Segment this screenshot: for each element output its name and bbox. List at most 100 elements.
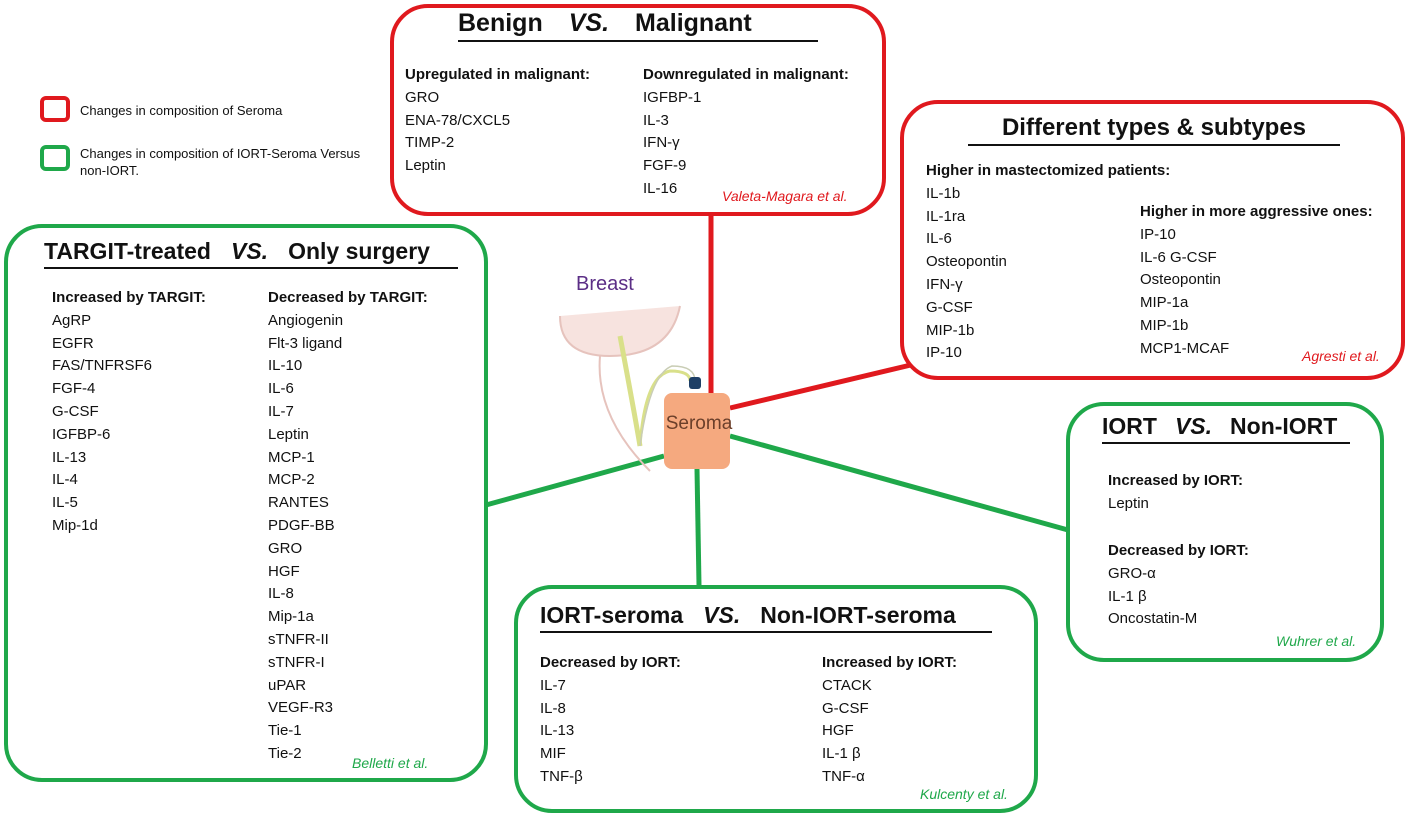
drain-cap xyxy=(689,377,701,389)
benign-col-down-head: Downregulated in malignant: xyxy=(643,66,849,83)
box-benign-vs-malignant xyxy=(390,4,886,216)
legend-green: Changes in composition of IORT-Seroma Ve… xyxy=(40,145,380,179)
list-item: sTNFR-I xyxy=(268,653,325,671)
iortseroma-title-left: IORT-seroma xyxy=(540,602,684,628)
types-title: Different types & subtypes xyxy=(968,114,1340,146)
list-item: IL-8 xyxy=(540,699,566,717)
list-item: Osteopontin xyxy=(1140,271,1221,289)
list-item: Leptin xyxy=(405,157,446,175)
connector-types xyxy=(729,361,916,411)
list-item: uPAR xyxy=(268,676,307,694)
box-types-subtypes xyxy=(900,100,1405,380)
list-item: IL-1 β xyxy=(822,745,861,763)
list-item: IL-16 xyxy=(643,179,678,197)
iort-title-left: IORT xyxy=(1102,413,1157,439)
list-item: TNF-α xyxy=(822,767,865,785)
list-item: IL-5 xyxy=(52,494,78,512)
box-targit xyxy=(4,224,488,782)
list-item: IL-13 xyxy=(540,722,575,740)
list-item: IL-1 β xyxy=(1108,587,1147,605)
legend-green-swatch xyxy=(40,145,70,171)
legend-green-text: Changes in composition of IORT-Seroma Ve… xyxy=(80,146,361,178)
list-item: MCP-1 xyxy=(268,448,315,466)
benign-col-down: Downregulated in malignant: IGFBP-1 IL-3… xyxy=(643,64,849,201)
types-col-aggressive: Higher in more aggressive ones: IP-10 IL… xyxy=(1140,201,1373,361)
targit-col-decreased: Decreased by TARGIT: Angiogenin Flt-3 li… xyxy=(268,287,428,766)
list-item: GRO-α xyxy=(1108,564,1156,582)
list-item: IL-4 xyxy=(52,471,78,489)
list-item: PDGF-BB xyxy=(268,516,335,534)
list-item: IL-7 xyxy=(540,676,566,694)
types-col2-head: Higher in more aggressive ones: xyxy=(1140,203,1373,220)
list-item: IGFBP-1 xyxy=(643,88,702,106)
list-item: sTNFR-II xyxy=(268,630,329,648)
iortseroma-col2-head: Increased by IORT: xyxy=(822,654,958,671)
list-item: IL-8 xyxy=(268,585,294,603)
types-col-mastectomized: Higher in mastectomized patients: IL-1b … xyxy=(926,160,1170,365)
legend-red-swatch xyxy=(40,96,70,122)
iortseroma-title-vs: VS. xyxy=(703,602,741,628)
targit-title-left: TARGIT-treated xyxy=(44,238,211,264)
iort-col-decreased: Decreased by IORT: GRO-α IL-1 β Oncostat… xyxy=(1108,540,1249,631)
list-item: Mip-1a xyxy=(268,608,314,626)
box-iort xyxy=(1066,402,1384,662)
list-item: Leptin xyxy=(1108,494,1149,512)
list-item: Angiogenin xyxy=(268,311,344,329)
list-item: HGF xyxy=(268,562,300,580)
list-item: IGFBP-6 xyxy=(52,425,111,443)
list-item: ENA-78/CXCL5 xyxy=(405,111,511,129)
list-item: FGF-4 xyxy=(52,380,96,398)
list-item: IL-7 xyxy=(268,402,294,420)
list-item: IL-1b xyxy=(926,184,961,202)
list-item: IFN-γ xyxy=(643,134,680,152)
targit-citation: Belletti et al. xyxy=(352,755,429,771)
benign-title-right: Malignant xyxy=(635,9,752,37)
iort-inc-head: Increased by IORT: xyxy=(1108,472,1244,489)
list-item: EGFR xyxy=(52,334,94,352)
list-item: IL-3 xyxy=(643,111,669,129)
targit-col2-head: Decreased by TARGIT: xyxy=(268,289,428,306)
iortseroma-col-decreased: Decreased by IORT: IL-7 IL-8 IL-13 MIF T… xyxy=(540,652,681,789)
iortseroma-citation: Kulcenty et al. xyxy=(920,786,1008,802)
list-item: RANTES xyxy=(268,494,329,512)
list-item: FGF-9 xyxy=(643,157,687,175)
list-item: CTACK xyxy=(822,676,872,694)
list-item: IFN-γ xyxy=(926,275,963,293)
list-item: IL-10 xyxy=(268,357,303,375)
list-item: Osteopontin xyxy=(926,253,1007,271)
list-item: TNF-β xyxy=(540,767,583,785)
list-item: Oncostatin-M xyxy=(1108,610,1198,628)
list-item: MIF xyxy=(540,745,566,763)
types-col1-head: Higher in mastectomized patients: xyxy=(926,162,1171,179)
benign-col-up: Upregulated in malignant: GRO ENA-78/CXC… xyxy=(405,64,590,178)
iort-citation: Wuhrer et al. xyxy=(1276,633,1357,649)
list-item: Tie-1 xyxy=(268,722,302,740)
list-item: FAS/TNFRSF6 xyxy=(52,357,153,375)
targit-col1-head: Increased by TARGIT: xyxy=(52,289,206,306)
list-item: IL-6 xyxy=(926,230,952,248)
targit-col-increased: Increased by TARGIT: AgRP EGFR FAS/TNFRS… xyxy=(52,287,206,538)
list-item: MIP-1b xyxy=(926,321,975,339)
box-iort-seroma xyxy=(514,585,1038,813)
legend-red-text: Changes in composition of Seroma xyxy=(80,103,283,118)
seroma-node xyxy=(664,393,730,469)
breast-illustration xyxy=(559,305,696,472)
list-item: VEGF-R3 xyxy=(268,699,334,717)
list-item: G-CSF xyxy=(926,298,973,316)
list-item: MCP-2 xyxy=(268,471,315,489)
list-item: Flt-3 ligand xyxy=(268,334,343,352)
list-item: IL-6 xyxy=(268,380,294,398)
list-item: HGF xyxy=(822,722,854,740)
benign-citation: Valeta-Magara et al. xyxy=(722,188,848,204)
list-item: GRO xyxy=(268,539,303,557)
list-item: AgRP xyxy=(52,311,92,329)
iort-title-vs: VS. xyxy=(1174,413,1213,439)
benign-title-left: Benign xyxy=(458,9,543,37)
iortseroma-col1-head: Decreased by IORT: xyxy=(540,654,681,671)
list-item: IL-13 xyxy=(52,448,87,466)
